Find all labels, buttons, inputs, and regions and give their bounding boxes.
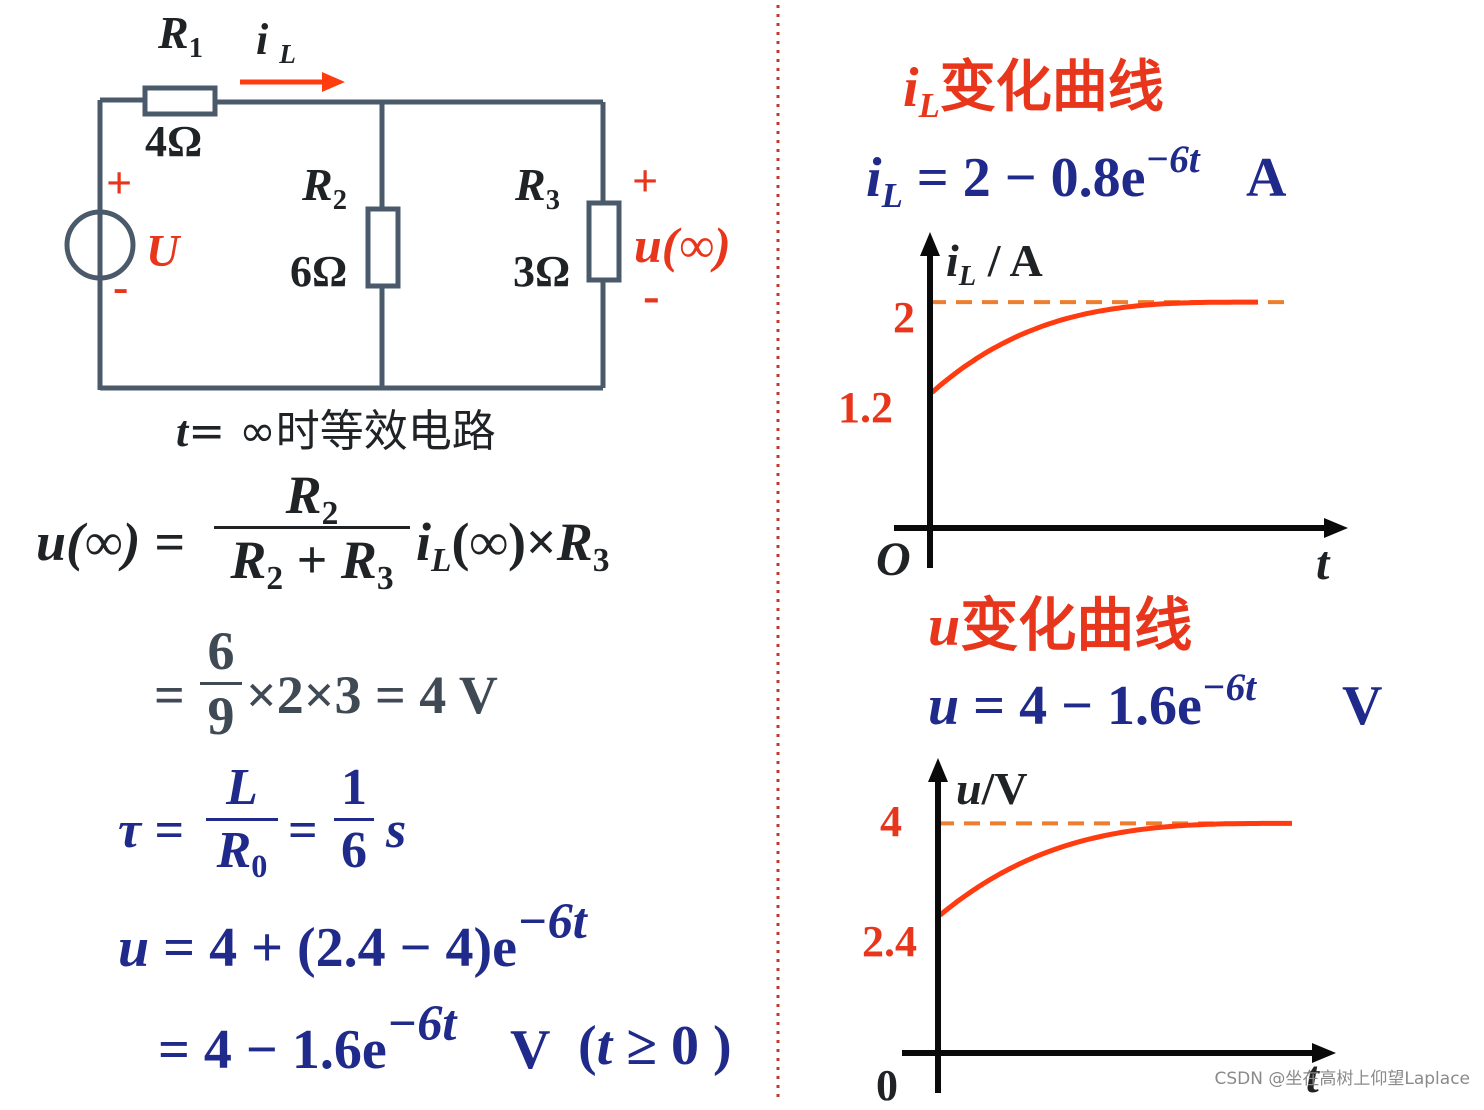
r2-label: R2 <box>302 159 347 217</box>
il-curve-title: iL变化曲线 <box>903 55 1164 126</box>
r2-resistor <box>365 206 401 289</box>
eq5-condition: (t ≥ 0 ) <box>578 1015 732 1077</box>
r3-value: 3Ω <box>513 247 571 296</box>
eq1-rhs: iL(∞)×R3 <box>416 512 610 579</box>
chart-y-axis-arrow-icon <box>928 758 948 782</box>
u-formula-unit: V <box>1342 675 1383 737</box>
r1-label: R1 <box>158 7 203 65</box>
u-chart-xlabel: t <box>1306 1051 1319 1102</box>
eq5: = 4 − 1.6e−6t <box>158 995 457 1081</box>
current-arrow-icon <box>240 72 345 92</box>
il-chart-final-label: 2 <box>893 293 915 342</box>
u-chart-origin: 0 <box>876 1061 898 1110</box>
il-chart-initial-label: 1.2 <box>838 383 893 432</box>
eq2-fraction: 6 9 <box>200 624 242 743</box>
source-label: U <box>146 225 180 276</box>
r1-value: 4Ω <box>145 117 203 166</box>
output-voltage-label: u(∞) <box>634 217 731 273</box>
il-formula-unit: A <box>1246 147 1287 209</box>
watermark: CSDN @坐在高树上仰望Laplace <box>1214 1069 1471 1089</box>
il-formula: iL = 2 − 0.8e−6t <box>866 137 1200 216</box>
eq4: u = 4 + (2.4 − 4)e−6t <box>118 893 587 979</box>
u-formula: u = 4 − 1.6e−6t <box>928 665 1257 737</box>
eq1-lhs: u(∞) = <box>36 512 185 572</box>
chart-series-curve <box>930 299 1258 395</box>
u-chart-ylabel: u/V <box>956 763 1028 814</box>
output-minus: - <box>643 267 660 323</box>
chart-x-axis-arrow-icon <box>1312 1043 1336 1063</box>
eq1-fraction: R2 R2 + R3 <box>214 468 410 595</box>
u-chart-initial-label: 2.4 <box>862 917 917 966</box>
chart-x-axis-arrow-icon <box>1324 518 1348 538</box>
eq3-equals: = <box>288 802 318 859</box>
eq2-rest: ×2×3 = 4 V <box>246 665 498 725</box>
output-plus: + <box>632 155 659 206</box>
eq3-fraction-1: L R0 <box>206 762 278 882</box>
il-chart-ylabel: iL / A <box>946 235 1043 293</box>
il-chart-xlabel: t <box>1316 537 1330 590</box>
eq3-tau: τ = <box>118 802 184 859</box>
il-chart-origin: O <box>876 533 911 586</box>
u-curve-title: u变化曲线 <box>928 591 1193 659</box>
eq2-equals: = <box>154 665 185 725</box>
il-arrow-label: i L <box>256 15 296 69</box>
eq3-fraction-2: 1 6 <box>334 762 374 877</box>
eq5-unit: V <box>510 1019 551 1081</box>
circuit-wires <box>97 97 606 391</box>
r2-value: 6Ω <box>290 247 348 296</box>
r1-resistor <box>142 85 218 117</box>
chart-series-curve <box>938 820 1292 918</box>
circuit-caption: t= ∞时等效电路 <box>176 406 496 457</box>
eq3-unit: s <box>386 802 407 859</box>
u-chart-final-label: 4 <box>880 797 902 846</box>
chart-y-axis-arrow-icon <box>920 232 940 256</box>
r3-resistor <box>586 200 622 283</box>
r3-label: R3 <box>515 159 560 217</box>
source-plus: + <box>106 157 133 208</box>
source-minus: - <box>113 261 129 312</box>
